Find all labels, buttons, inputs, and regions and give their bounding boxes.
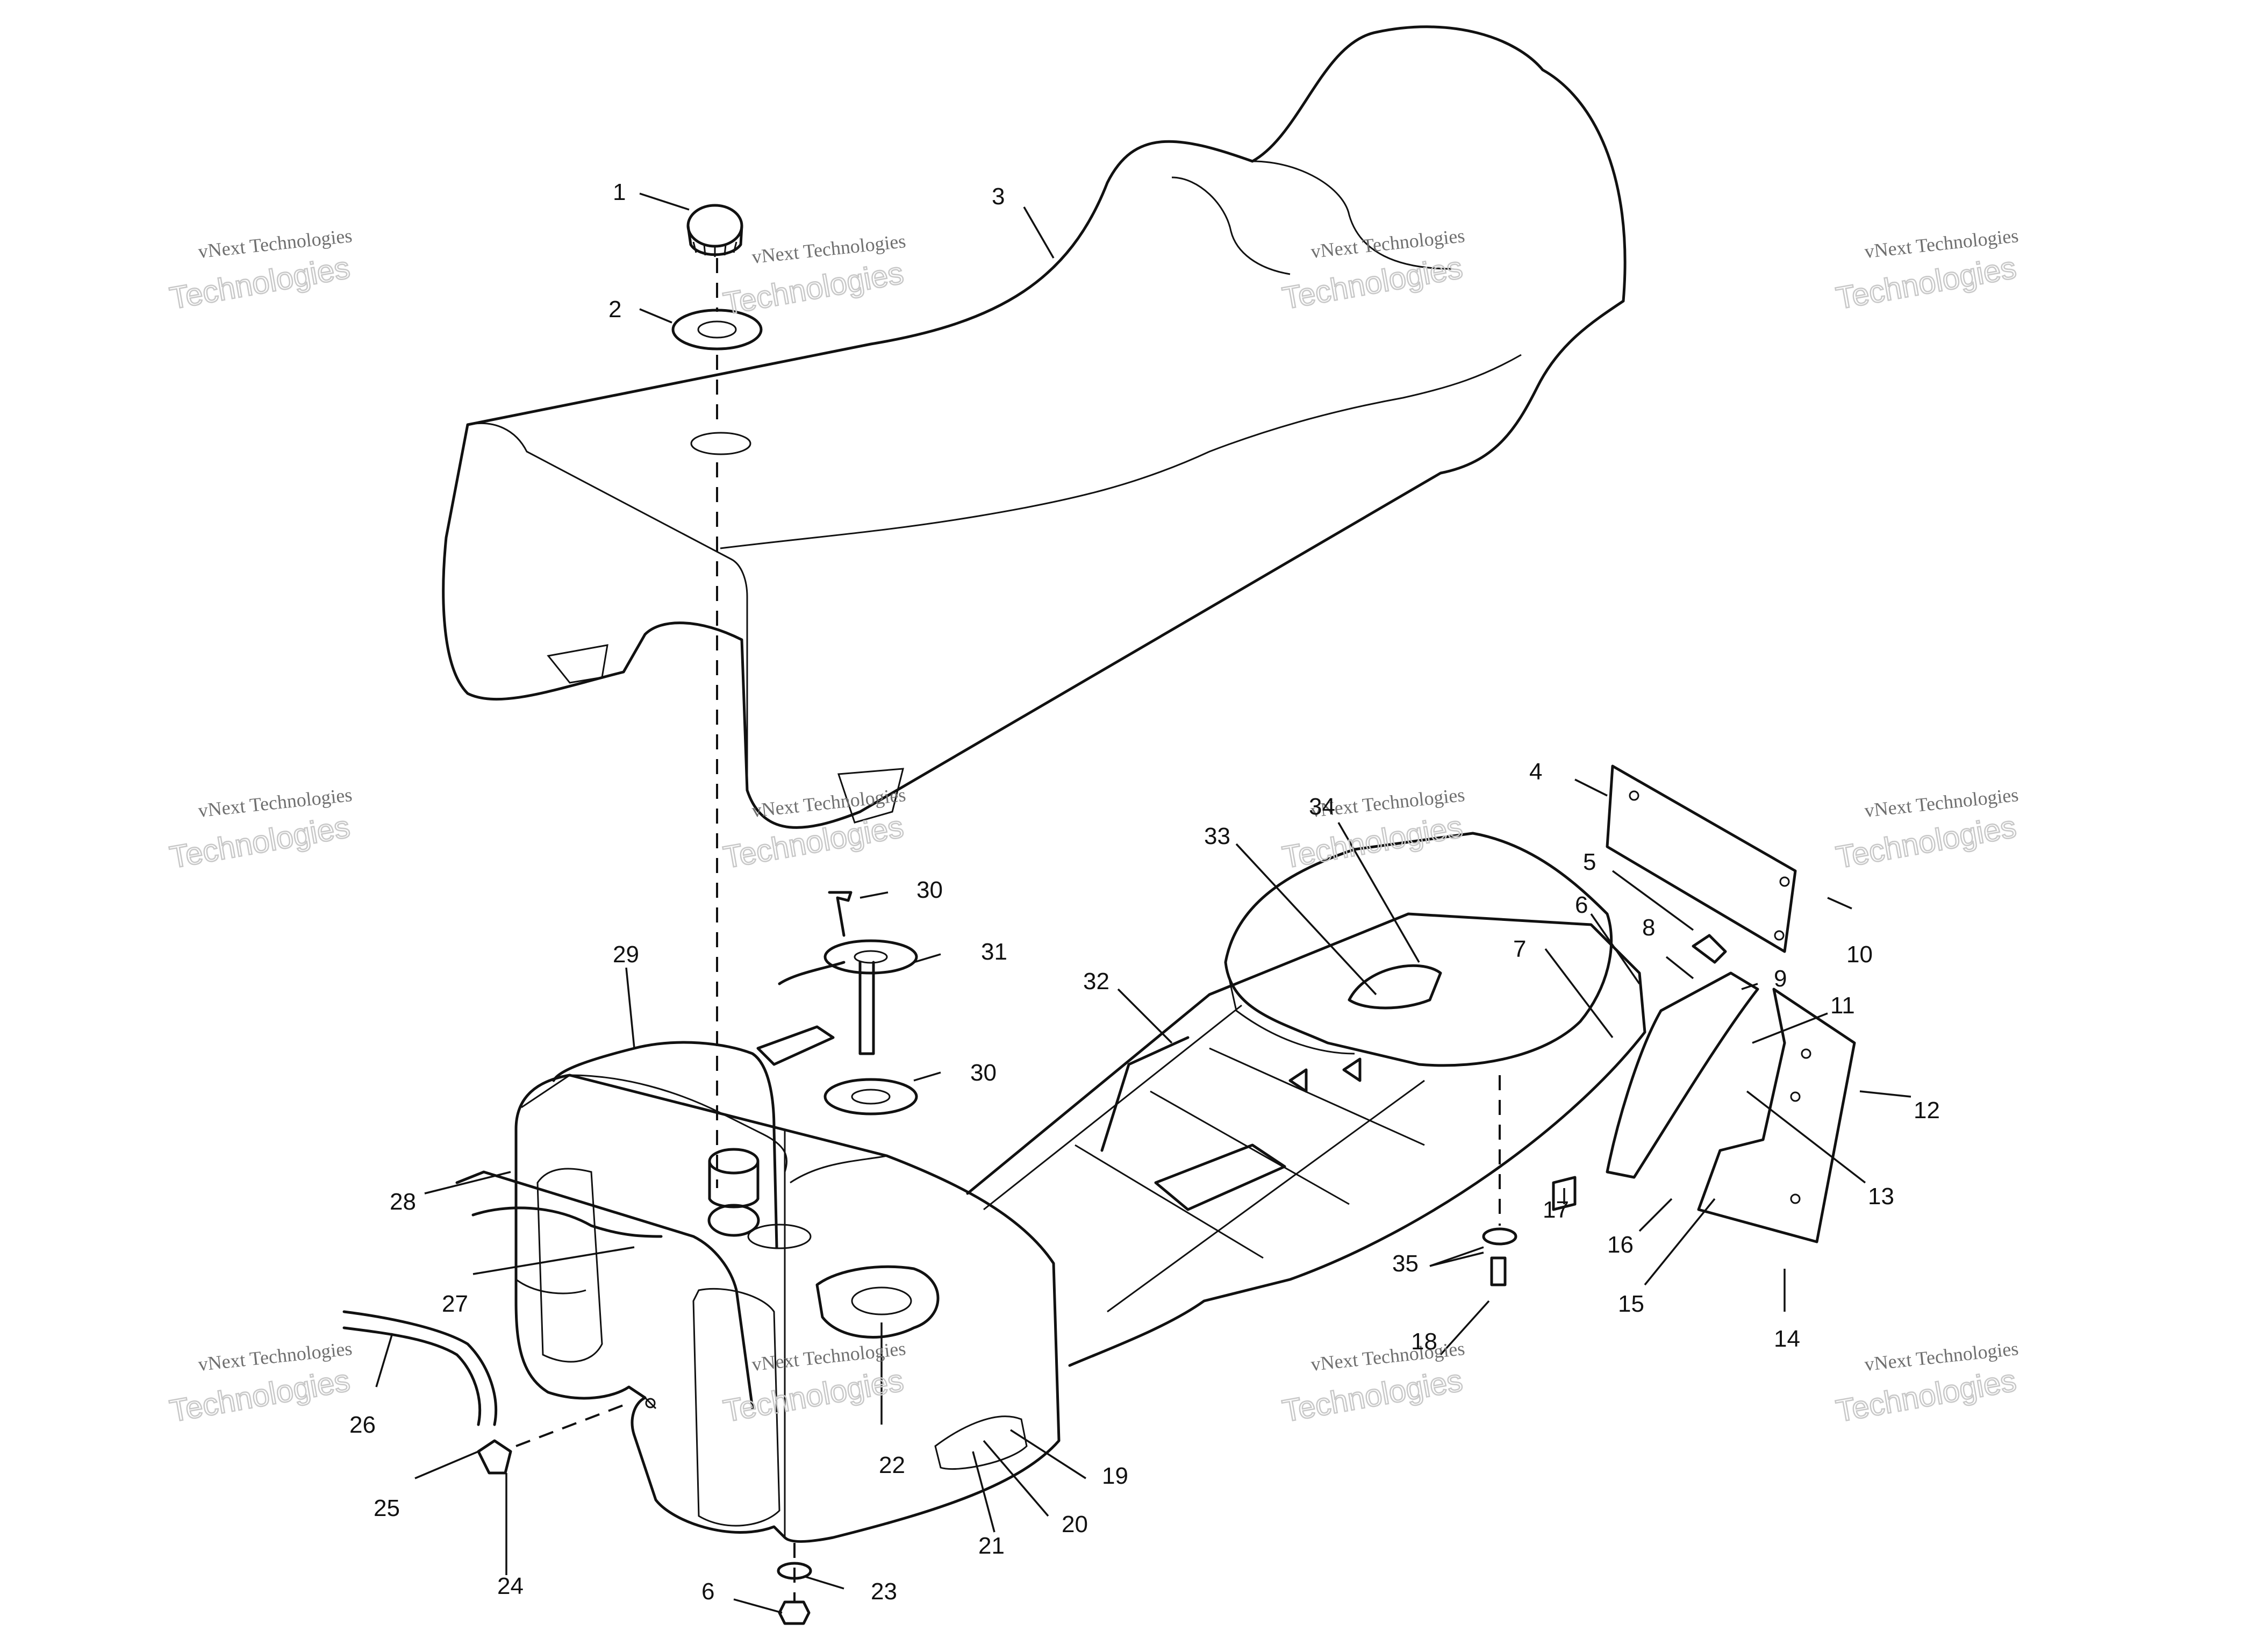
seat-drawing xyxy=(442,25,1627,829)
callout-label: 35 xyxy=(1392,1250,1419,1277)
watermark-text: Technologies xyxy=(1280,250,1465,316)
watermark-text: Technologies xyxy=(1280,809,1465,875)
washer-nut-drawing xyxy=(777,1075,1517,1625)
watermark-text: Technologies xyxy=(167,1363,353,1429)
callout-label: 30 xyxy=(970,1060,997,1086)
frame-drawing xyxy=(966,832,1646,1367)
callout-label: 22 xyxy=(879,1452,905,1478)
callout-label: 2 xyxy=(608,296,621,323)
watermark-text: Technologies xyxy=(1833,250,2019,316)
callout-label: 28 xyxy=(390,1189,416,1215)
callout-label: 27 xyxy=(442,1291,468,1317)
callout-label: 20 xyxy=(1062,1511,1088,1537)
vent-hose-drawing xyxy=(455,1041,778,1410)
callout-label: 4 xyxy=(1529,759,1542,785)
callout-label: 29 xyxy=(613,941,639,968)
callout-label: 1 xyxy=(613,179,626,205)
fuel-pickup-drawing xyxy=(756,891,918,1115)
callout-label: 15 xyxy=(1618,1291,1644,1317)
callout-label: 19 xyxy=(1102,1463,1128,1489)
callout-label: 33 xyxy=(1204,823,1230,849)
callouts: 1 2 3 4 5 6 7 8 9 10 11 12 13 14 15 16 1… xyxy=(349,179,1940,1605)
callout-label: 23 xyxy=(871,1578,897,1605)
callout-label: 6 xyxy=(701,1578,714,1605)
callout-label: 6 xyxy=(1575,892,1588,918)
callout-label: 24 xyxy=(497,1573,524,1599)
callout-label: 25 xyxy=(374,1495,400,1521)
watermark-text: Technologies xyxy=(1833,809,2019,875)
watermark-text: Technologies xyxy=(167,250,353,316)
callout-label: 21 xyxy=(978,1533,1005,1559)
callout-label: 31 xyxy=(981,939,1007,965)
callout-label: 32 xyxy=(1083,968,1109,995)
callout-label: 14 xyxy=(1774,1326,1800,1352)
callout-label: 3 xyxy=(992,183,1005,210)
callout-label: 9 xyxy=(1774,966,1787,992)
fuel-tank-drawing xyxy=(514,1074,1061,1543)
fuel-cap-drawing xyxy=(686,204,743,257)
callout-label: 16 xyxy=(1607,1232,1634,1258)
watermark-text: Technologies xyxy=(721,809,906,875)
callout-label: 8 xyxy=(1642,914,1655,941)
rear-bracket-drawing xyxy=(1552,764,1856,1243)
leader-lines xyxy=(375,192,1911,1614)
callout-label: 17 xyxy=(1543,1197,1569,1223)
callout-label: 13 xyxy=(1868,1183,1894,1210)
callout-label: 12 xyxy=(1914,1097,1940,1124)
callout-label: 7 xyxy=(1513,936,1526,962)
drain-hose-drawing xyxy=(342,1310,629,1475)
callout-label: 10 xyxy=(1846,941,1873,968)
callout-label: 30 xyxy=(916,877,943,903)
watermark-text: Technologies xyxy=(1280,1363,1465,1429)
callout-label: 5 xyxy=(1583,849,1596,875)
watermark-text: Technologies xyxy=(721,255,906,321)
callout-label: 34 xyxy=(1309,793,1335,820)
watermark: vNext Technologies Technologies vNext Te… xyxy=(167,225,2019,1429)
callout-label: 11 xyxy=(1830,992,1855,1019)
callout-label: 18 xyxy=(1411,1328,1437,1355)
callout-label: 26 xyxy=(349,1412,376,1438)
watermark-text: Technologies xyxy=(1833,1363,2019,1429)
watermark-text: Technologies xyxy=(167,809,353,875)
